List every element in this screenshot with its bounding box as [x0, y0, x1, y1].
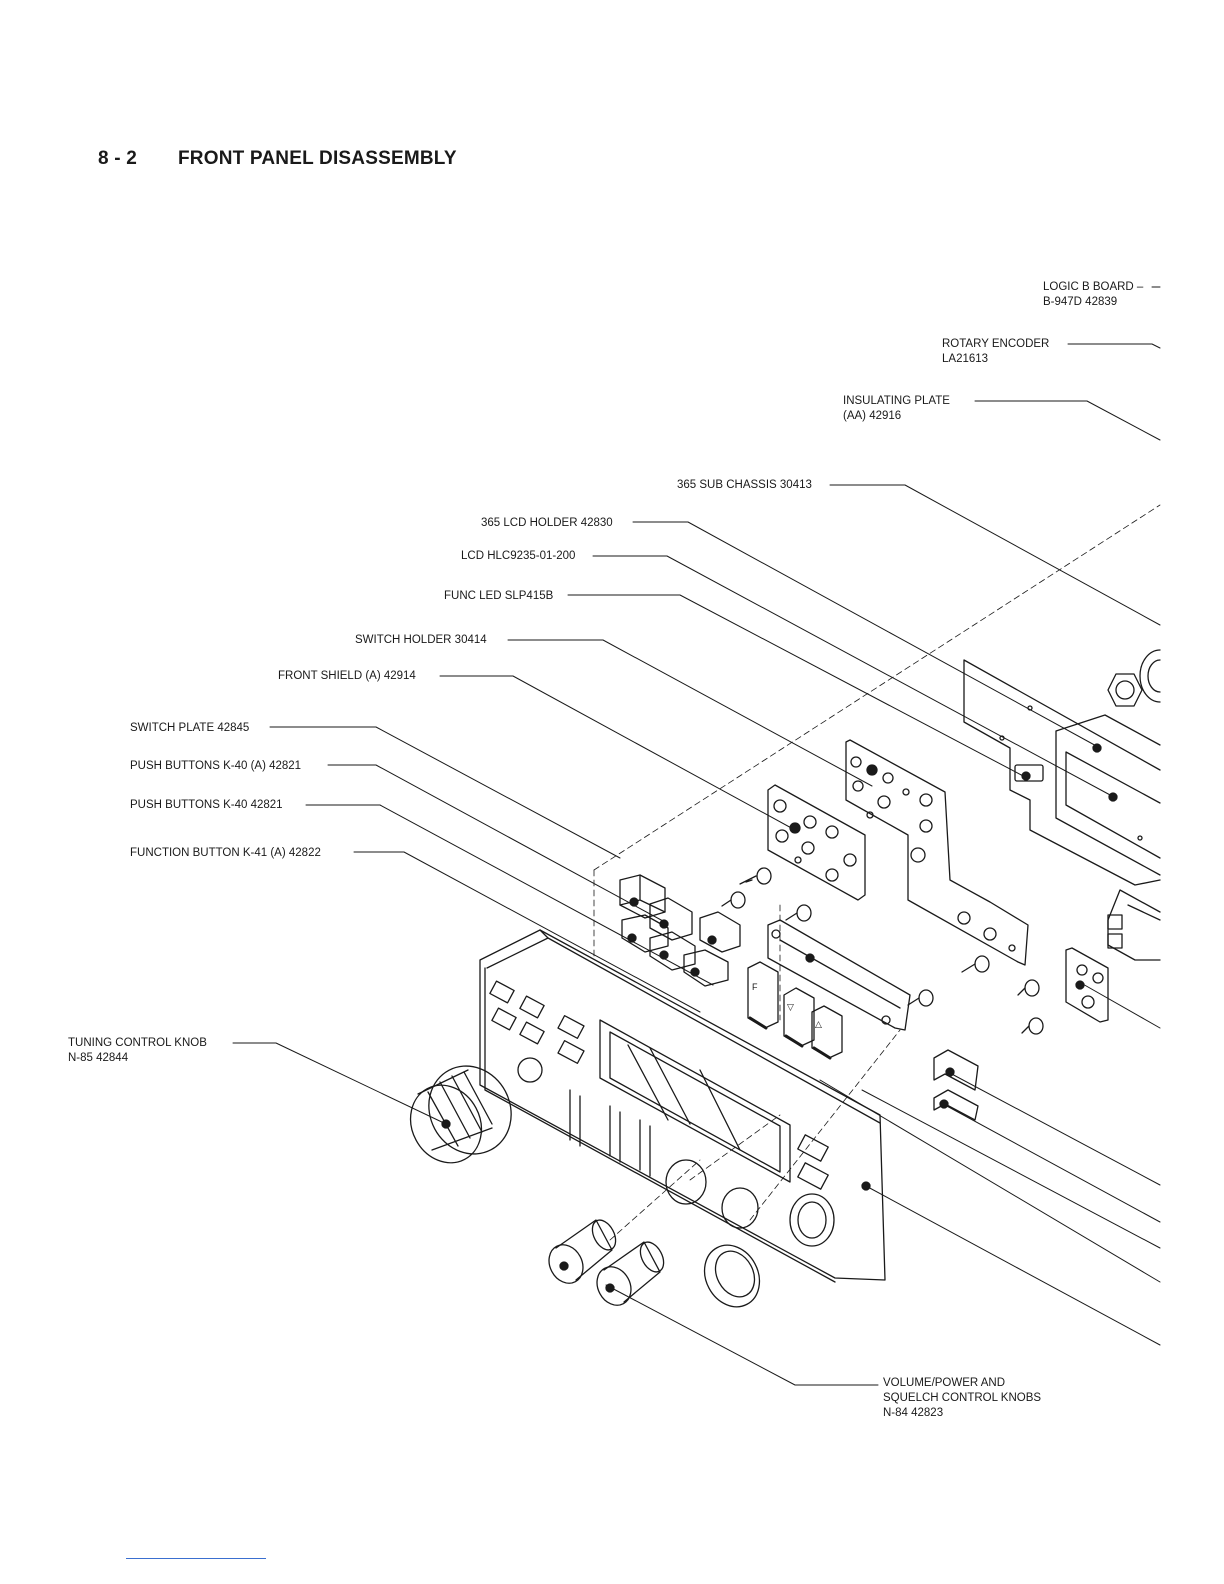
- glyph-down: ▽: [787, 1003, 794, 1013]
- section-heading: 8 - 2 FRONT PANEL DISASSEMBLY: [98, 148, 457, 170]
- leader-right-1: [1080, 982, 1161, 1029]
- volume-squelch-knobs: [548, 1219, 761, 1308]
- switch-plate: [767, 919, 911, 1031]
- callout-volume-knobs: VOLUME/POWER AND SQUELCH CONTROL KNOBS N…: [883, 1377, 1042, 1419]
- section-number: 8 - 2: [98, 148, 138, 169]
- leader-insulating-plate: [974, 400, 1161, 441]
- screw: [739, 867, 772, 885]
- leader-lcd: [592, 555, 1113, 797]
- callout-front-shield: FRONT SHIELD (A) 42914: [278, 670, 416, 682]
- leader-tuning-knob: [232, 1042, 447, 1125]
- squelch-knob: [596, 1241, 665, 1306]
- rotary-encoder-nut: [1107, 649, 1161, 707]
- leader-sub-chassis: [829, 484, 1161, 626]
- leader-lines: [232, 286, 1161, 1386]
- callout-sub-chassis: 365 SUB CHASSIS 30413: [677, 479, 812, 491]
- callout-func-led: FUNC LED SLP415B: [444, 590, 554, 602]
- section-title: FRONT PANEL DISASSEMBLY: [178, 148, 457, 169]
- switch-holder: [767, 784, 866, 901]
- screws: [721, 867, 1044, 1035]
- alignment-lines: [593, 504, 1161, 1241]
- leader-right-6: [865, 1185, 1161, 1346]
- screw: [907, 989, 934, 1007]
- front-shield: [845, 739, 1029, 966]
- leader-push-buttons: [305, 804, 714, 986]
- leader-func-led: [567, 594, 1028, 779]
- screw: [961, 955, 990, 973]
- callout-switch-plate: SWITCH PLATE 42845: [130, 722, 250, 734]
- encoder-ring: [703, 1244, 761, 1308]
- leader-right-4: [861, 1089, 1161, 1249]
- callout-rotary-encoder: ROTARY ENCODER LA21613: [942, 338, 1050, 365]
- screw: [1017, 979, 1040, 997]
- leader-function-button: [353, 851, 701, 1013]
- leader-volume-knobs: [605, 1284, 879, 1386]
- callout-push-buttons-a: PUSH BUTTONS K-40 (A) 42821: [130, 760, 302, 772]
- callout-insulating-plate: INSULATING PLATE (AA) 42916: [843, 395, 950, 422]
- leader-switch-plate: [269, 726, 621, 859]
- footer-rule: [126, 1558, 266, 1559]
- screw: [1021, 1017, 1044, 1035]
- leader-switch-holder: [507, 639, 873, 787]
- glyph-up: △: [815, 1020, 822, 1030]
- callout-push-buttons: PUSH BUTTONS K-40 42821: [130, 799, 283, 811]
- leader-lcd-holder: [632, 521, 1101, 749]
- callout-lcd: LCD HLC9235-01-200: [461, 550, 576, 562]
- leader-rotary-encoder: [1067, 343, 1161, 349]
- volume-knob: [548, 1219, 617, 1284]
- bracket-right: [1065, 947, 1109, 1023]
- logic-b-board-assembly: [963, 659, 1161, 886]
- leader-right-3: [944, 1104, 1161, 1223]
- glyph-f: F: [752, 982, 758, 992]
- screw: [785, 904, 812, 922]
- leader-push-buttons-a: [327, 764, 664, 922]
- callout-function-button: FUNCTION BUTTON K-41 (A) 42822: [130, 847, 321, 859]
- callout-logic-b-board: LOGIC B BOARD – B-947D 42839: [1043, 281, 1144, 308]
- tuning-control-knob: [409, 1065, 512, 1164]
- function-buttons-k41: [747, 961, 843, 1060]
- callout-tuning-knob: TUNING CONTROL KNOB N-85 42844: [68, 1037, 207, 1064]
- right-side-connector: [1107, 889, 1161, 961]
- callout-lcd-holder: 365 LCD HOLDER 42830: [481, 517, 613, 529]
- func-led-part: [1014, 764, 1044, 782]
- leader-front-shield: [439, 675, 796, 831]
- screw: [721, 891, 746, 909]
- callout-switch-holder: SWITCH HOLDER 30414: [355, 634, 487, 646]
- push-buttons-k40: [621, 914, 729, 987]
- front-panel-body: [479, 929, 886, 1283]
- bracket-lower: [933, 1049, 979, 1121]
- push-buttons-k40-a: [619, 874, 741, 953]
- leader-right-2: [947, 1071, 1161, 1186]
